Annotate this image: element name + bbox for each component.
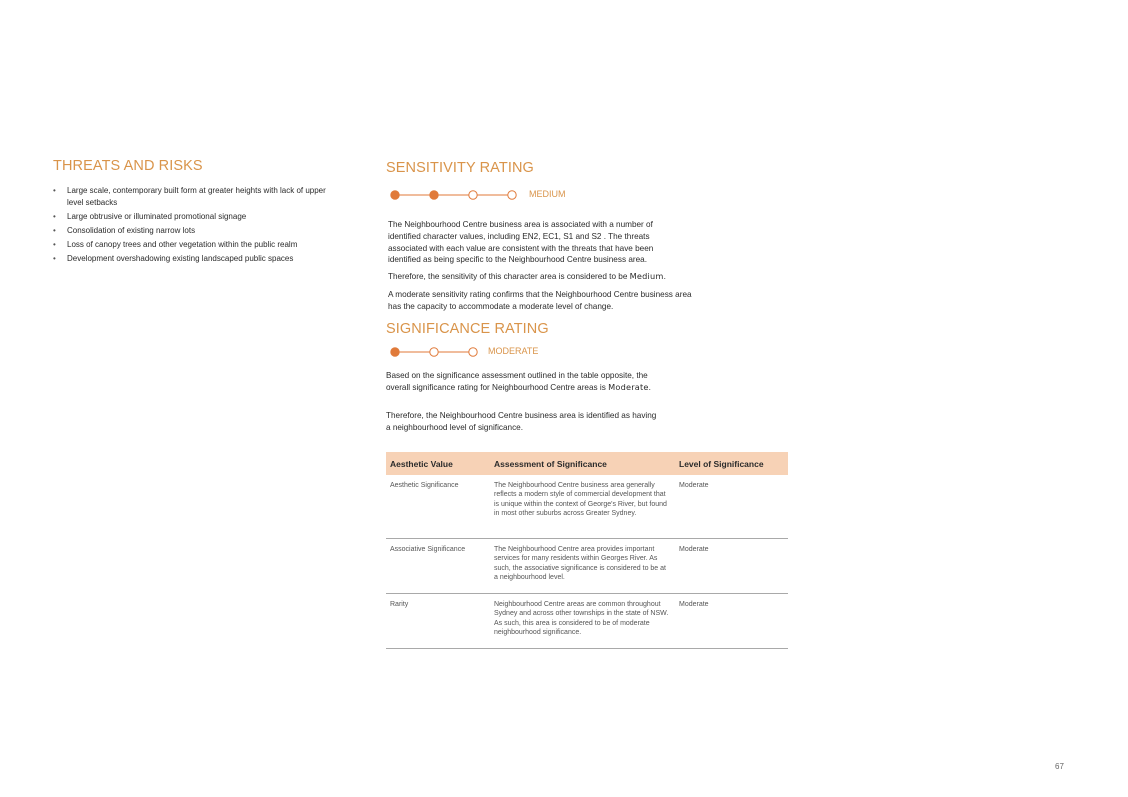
significance-heading: SIGNIFICANCE RATING	[386, 321, 549, 337]
list-item: • Large scale, contemporary built form at…	[53, 185, 338, 208]
sensitivity-text: Therefore, the sensitivity of this chara…	[388, 272, 630, 281]
list-item: • Development overshadowing existing land…	[53, 253, 338, 265]
bullet-icon: •	[53, 253, 56, 263]
table-row: Aesthetic Significance The Neighbourhood…	[386, 475, 788, 539]
rating-scale-icon	[390, 190, 517, 200]
sensitivity-paragraph-2: Therefore, the sensitivity of this chara…	[388, 271, 698, 283]
list-item: • Loss of canopy trees and other vegetati…	[53, 239, 338, 251]
table-cell-value: Rarity	[386, 593, 490, 649]
table-cell-level: Moderate	[675, 475, 788, 539]
table-header-cell: Assessment of Significance	[490, 452, 675, 475]
page-number: 67	[1055, 762, 1064, 771]
list-item-text: Development overshadowing existing lands…	[67, 253, 294, 263]
rating-dot-filled	[429, 190, 439, 200]
significance-text: Based on the significance assessment out…	[386, 371, 648, 392]
sensitivity-heading: SENSITIVITY RATING	[386, 160, 534, 176]
sensitivity-value: Medium	[629, 271, 664, 281]
sensitivity-paragraph-3: A moderate sensitivity rating confirms t…	[388, 290, 692, 311]
bullet-icon: •	[53, 239, 56, 249]
list-item: • Consolidation of existing narrow lots	[53, 225, 338, 237]
significance-paragraph-1: Based on the significance assessment out…	[386, 370, 662, 394]
table-header-row: Aesthetic Value Assessment of Significan…	[386, 452, 788, 475]
table-cell-assessment: Neighbourhood Centre areas are common th…	[490, 593, 675, 649]
bullet-icon: •	[53, 186, 56, 195]
sensitivity-suffix: .	[663, 272, 666, 281]
table-header-cell: Aesthetic Value	[386, 452, 490, 475]
rating-dot-filled	[390, 190, 400, 200]
threats-list: • Large scale, contemporary built form at…	[53, 185, 338, 267]
rating-dot-empty	[429, 347, 439, 357]
table-cell-level: Moderate	[675, 538, 788, 594]
table-cell-assessment: The Neighbourhood Centre area provides i…	[490, 538, 675, 594]
list-item: • Large obtrusive or illuminated promotio…	[53, 211, 338, 223]
sensitivity-rating-label: MEDIUM	[529, 189, 566, 199]
significance-suffix: .	[648, 382, 651, 392]
list-item-text: Consolidation of existing narrow lots	[67, 225, 196, 235]
table-header-cell: Level of Significance	[675, 452, 788, 475]
list-item-text: Loss of canopy trees and other vegetatio…	[67, 239, 298, 249]
significance-table: Aesthetic Value Assessment of Significan…	[386, 452, 788, 649]
rating-scale-icon	[390, 347, 478, 357]
table-cell-value: Aesthetic Significance	[386, 475, 490, 539]
rating-dot-empty	[507, 190, 517, 200]
table-row: Associative Significance The Neighbourho…	[386, 538, 788, 594]
sensitivity-rating-scale: MEDIUM	[390, 188, 590, 202]
bullet-icon: •	[53, 211, 56, 221]
rating-dot-empty	[468, 347, 478, 357]
table-cell-level: Moderate	[675, 593, 788, 649]
list-item-text: Large scale, contemporary built form at …	[67, 186, 326, 207]
rating-dot-filled	[390, 347, 400, 357]
table-cell-assessment: The Neighbourhood Centre business area g…	[490, 475, 675, 539]
bullet-icon: •	[53, 225, 56, 235]
threats-heading: THREATS AND RISKS	[53, 158, 203, 174]
rating-dot-empty	[468, 190, 478, 200]
sensitivity-paragraph-1: The Neighbourhood Centre business area i…	[388, 220, 654, 265]
significance-rating-scale: MODERATE	[390, 345, 590, 359]
table-cell-value: Associative Significance	[386, 538, 490, 594]
significance-rating-label: MODERATE	[488, 346, 539, 356]
significance-paragraph-2: Therefore, the Neighbourhood Centre busi…	[386, 411, 657, 432]
table-row: Rarity Neighbourhood Centre areas are co…	[386, 593, 788, 649]
significance-value: Moderate	[608, 381, 649, 392]
list-item-text: Large obtrusive or illuminated promotion…	[67, 211, 247, 221]
